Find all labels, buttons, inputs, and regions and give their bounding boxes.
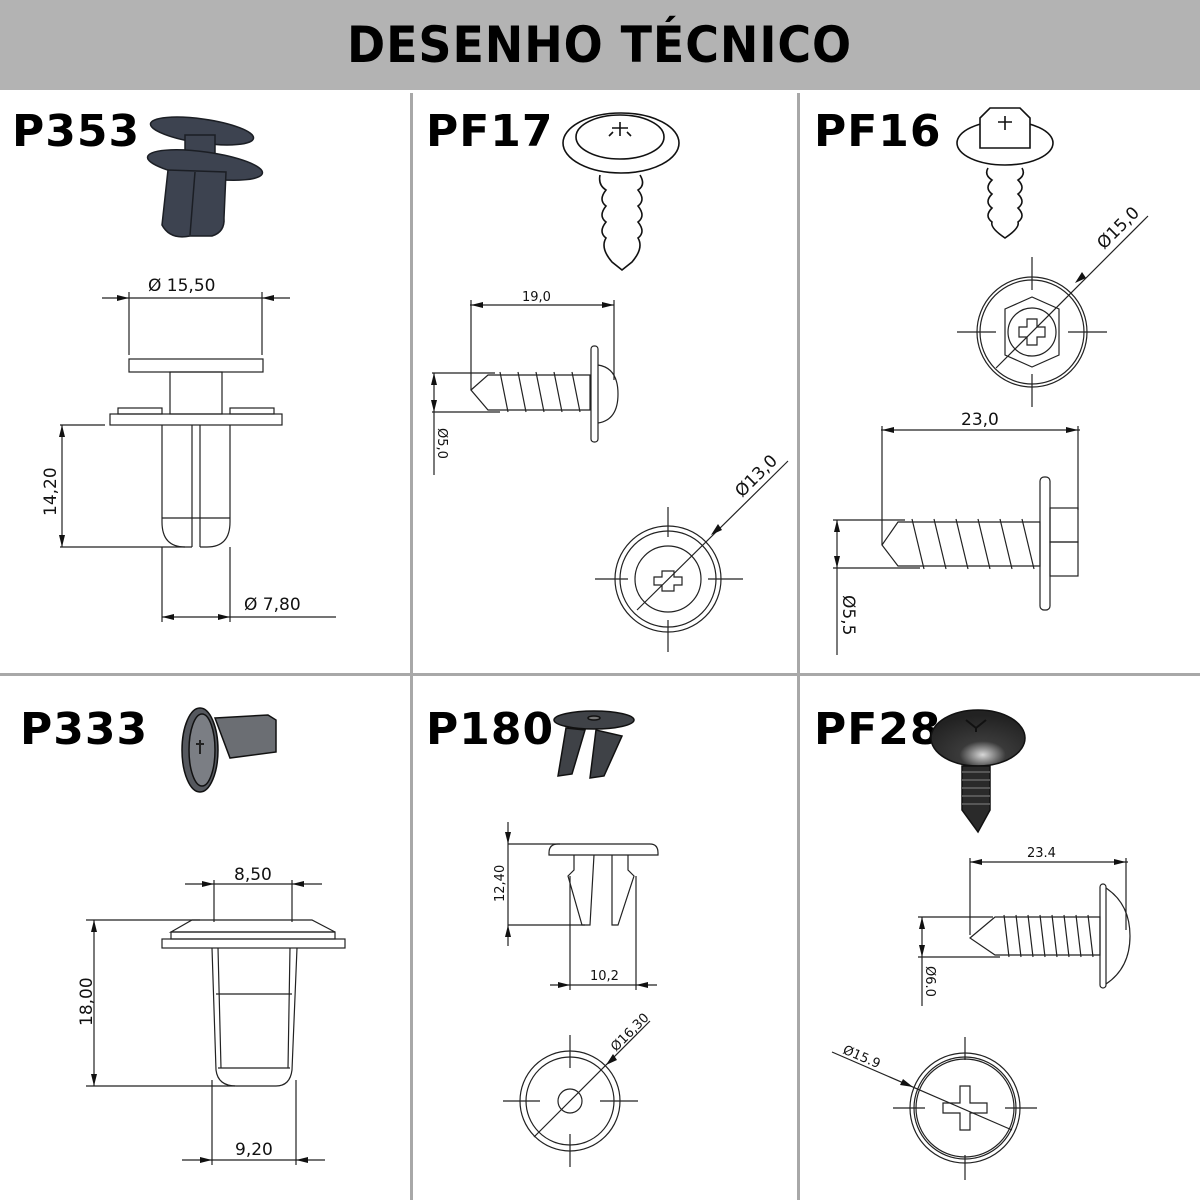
- header-banner: DESENHO TÉCNICO: [0, 0, 1200, 90]
- pf28-3d-icon: [930, 709, 1026, 834]
- p353-3d-icon: [146, 116, 264, 238]
- p180-3d-icon: [553, 710, 635, 779]
- p333-drawing: 8,50 18,00 9,20: [77, 707, 346, 1165]
- pf28-thread-diameter: Ø6.0: [922, 966, 937, 997]
- page-title: DESENHO TÉCNICO: [347, 16, 853, 74]
- p333-top-width: 8,50: [234, 865, 272, 885]
- column-divider-2: [797, 93, 800, 1200]
- pf17-thread-diameter: Ø5,0: [434, 428, 449, 459]
- pf28-head-diameter: Ø15.9: [840, 1043, 882, 1072]
- p333-height: 18,00: [77, 977, 97, 1026]
- p353-head-diameter: Ø 15,50: [148, 276, 215, 296]
- pf16-length: 23,0: [961, 410, 999, 430]
- p353-length: 14,20: [41, 467, 61, 516]
- part-code: PF28: [814, 704, 942, 755]
- p180-drawing: 12,40 10,2 Ø16,30: [493, 710, 659, 1167]
- part-code: PF17: [426, 106, 554, 157]
- part-code: P333: [20, 704, 149, 755]
- pf16-drawing: Ø15,0 23,0 Ø5,5: [833, 107, 1149, 655]
- p333-3d-icon: [181, 707, 277, 793]
- column-divider-1: [410, 93, 413, 1200]
- pf16-3d-icon: [956, 107, 1054, 239]
- p333-bottom-width: 9,20: [235, 1140, 273, 1160]
- part-code: P180: [426, 704, 555, 755]
- pf17-3d-icon: [562, 112, 680, 272]
- row-divider: [0, 673, 1200, 676]
- p180-width: 10,2: [590, 969, 619, 984]
- p353-drawing: Ø 15,50 14,20 Ø 7,80: [41, 116, 336, 622]
- pf17-length: 19,0: [522, 290, 551, 305]
- p353-shank-diameter: Ø 7,80: [244, 595, 301, 615]
- pf17-drawing: 19,0 Ø5,0 Ø13,0: [431, 112, 789, 652]
- part-code: P353: [12, 106, 141, 157]
- part-code: PF16: [814, 106, 942, 157]
- pf16-thread-diameter: Ø5,5: [838, 595, 858, 635]
- p180-height: 12,40: [493, 865, 508, 902]
- pf28-length: 23.4: [1027, 846, 1056, 861]
